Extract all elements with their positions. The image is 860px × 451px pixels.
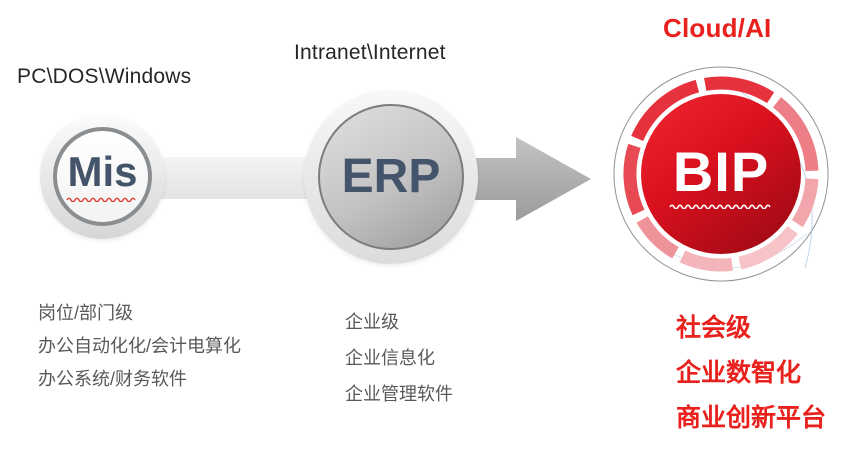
bip-segmented-ring [623,76,819,272]
list-item: 企业信息化 [345,348,435,368]
erp-circle-label: ERP [341,150,441,203]
era-label-mis: PC\DOS\Windows [17,65,192,88]
erp-circle: ERP [304,90,478,264]
mis-circle-inner: Mis [53,127,152,226]
mis-circle-label: Mis [67,148,138,195]
list-item: 企业管理软件 [345,384,453,404]
list-item: 企业数智化 [676,359,802,387]
erp-feature-list: 企业级 企业信息化 企业管理软件 [345,304,453,412]
bip-circle-graphic [613,66,829,282]
bip-circle-inner: BIP [611,64,831,284]
mis-feature-list: 岗位/部门级 办公自动化化/会计电算化 办公系统/财务软件 [38,297,241,396]
mis-circle: Mis [40,114,165,239]
era-label-bip: Cloud/AI [663,13,772,43]
list-item: 办公系统/财务软件 [38,369,188,389]
bip-red-disc [641,94,801,254]
era-label-erp: Intranet\Internet [294,41,446,64]
list-item: 商业创新平台 [676,404,827,432]
list-item: 办公自动化化/会计电算化 [38,336,241,356]
bip-outline-ring [613,66,829,282]
bip-feature-list: 社会级 企业数智化 商业创新平台 [676,306,826,441]
bip-circle: BIP [611,64,831,284]
arrow-right-icon [455,137,591,221]
erp-circle-inner: ERP [318,104,464,250]
mis-wavy-underline [65,197,136,202]
bip-circle-label: BIP [672,139,770,203]
bip-wavy-underline [669,203,771,209]
list-item: 岗位/部门级 [38,303,134,323]
list-item: 企业级 [345,312,399,332]
list-item: 社会级 [676,314,752,342]
